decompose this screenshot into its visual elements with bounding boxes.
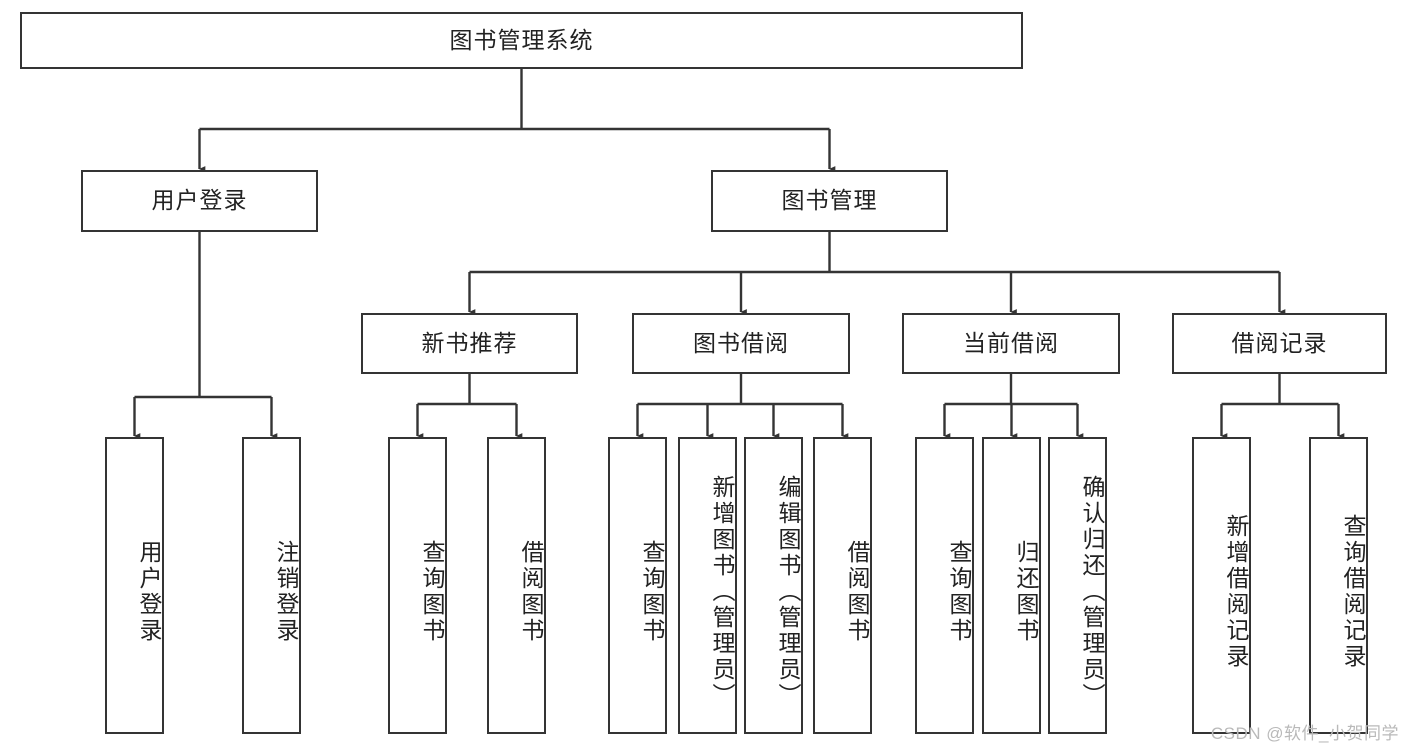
- leaf-add-book[interactable]: 新增图书（管理员）: [678, 437, 737, 734]
- leaf-borrow-book-rec[interactable]: 借阅图书: [487, 437, 546, 734]
- leaf-add-record[interactable]: 新增借阅记录: [1192, 437, 1251, 734]
- node-label: 新增借阅记录: [1223, 513, 1249, 670]
- node-label: 用户登录: [136, 539, 162, 644]
- node-user-login[interactable]: 用户登录: [81, 170, 318, 232]
- leaf-query-book-cur[interactable]: 查询图书: [915, 437, 974, 734]
- leaf-logout[interactable]: 注销登录: [242, 437, 301, 734]
- node-label: 当前借阅: [963, 329, 1059, 356]
- node-book-borrow[interactable]: 图书借阅: [632, 313, 850, 374]
- node-label: 编辑图书（管理员）: [775, 474, 801, 709]
- node-label: 用户登录: [151, 187, 248, 214]
- node-label: 新增图书（管理员）: [709, 474, 735, 709]
- node-label: 借阅图书: [844, 539, 870, 644]
- leaf-query-book-borrow[interactable]: 查询图书: [608, 437, 667, 734]
- leaf-borrow-book[interactable]: 借阅图书: [813, 437, 872, 734]
- node-label: 图书管理系统: [449, 26, 594, 53]
- node-label: 图书借阅: [693, 329, 789, 356]
- node-borrow-record[interactable]: 借阅记录: [1172, 313, 1387, 374]
- node-label: 查询图书: [419, 539, 445, 644]
- node-new-book-recommend[interactable]: 新书推荐: [361, 313, 578, 374]
- leaf-return-book[interactable]: 归还图书: [982, 437, 1041, 734]
- leaf-query-record[interactable]: 查询借阅记录: [1309, 437, 1368, 734]
- node-label: 查询图书: [639, 539, 665, 644]
- node-root[interactable]: 图书管理系统: [20, 12, 1023, 69]
- leaf-confirm-return[interactable]: 确认归还（管理员）: [1048, 437, 1107, 734]
- leaf-user-login[interactable]: 用户登录: [105, 437, 164, 734]
- node-current-borrow[interactable]: 当前借阅: [902, 313, 1120, 374]
- leaf-edit-book[interactable]: 编辑图书（管理员）: [744, 437, 803, 734]
- leaf-query-book-rec[interactable]: 查询图书: [388, 437, 447, 734]
- node-label: 借阅记录: [1231, 329, 1328, 356]
- node-label: 查询图书: [946, 539, 972, 644]
- node-label: 借阅图书: [518, 539, 544, 644]
- node-label: 图书管理: [781, 187, 878, 214]
- node-label: 归还图书: [1013, 539, 1039, 644]
- node-label: 确认归还（管理员）: [1079, 474, 1105, 709]
- node-label: 新书推荐: [421, 329, 518, 356]
- node-label: 注销登录: [273, 539, 299, 644]
- watermark: CSDN @软件_小贺同学: [1210, 724, 1399, 743]
- node-label: 查询借阅记录: [1340, 513, 1366, 670]
- node-book-manage[interactable]: 图书管理: [711, 170, 948, 232]
